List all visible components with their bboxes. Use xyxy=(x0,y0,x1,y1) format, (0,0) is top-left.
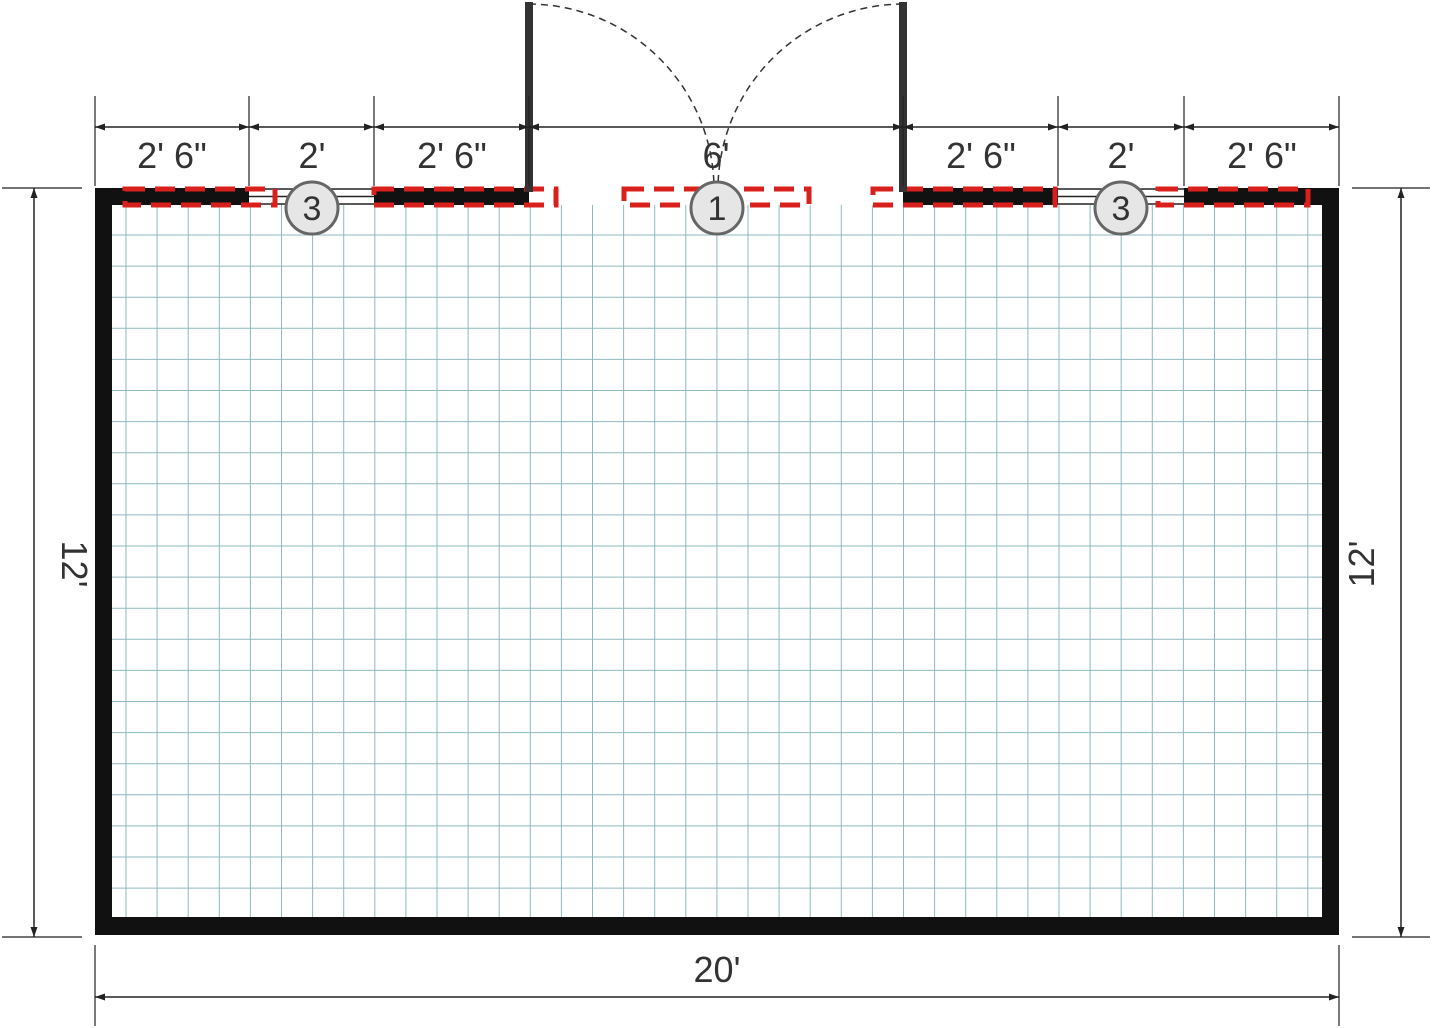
tag-window-left[interactable]: 3 xyxy=(284,180,340,236)
extension-lines xyxy=(2,96,1430,1026)
right-height-label: 12' xyxy=(1341,541,1382,588)
highlight-right xyxy=(870,186,1311,208)
wall-top-right-segment-1 xyxy=(903,188,1058,205)
wall-bottom xyxy=(95,917,1339,935)
door-swing-left xyxy=(528,3,715,187)
highlight-left xyxy=(122,186,559,208)
wall-top-right-segment-2 xyxy=(1184,188,1339,205)
top-dimension-chain: 2' 6" 2' 2' 6" 6' 2' 6" 2' 2' 6" xyxy=(95,123,1339,176)
left-dimension: 12' xyxy=(30,188,95,937)
dimension-label-7: 2' 6" xyxy=(1227,135,1297,176)
floor-grid xyxy=(112,205,1322,917)
right-dimension: 12' xyxy=(1341,188,1405,937)
tag-label: 1 xyxy=(708,190,727,228)
bottom-dimension: 20' xyxy=(95,949,1339,1001)
wall-left xyxy=(95,188,112,935)
door-swing-right xyxy=(717,3,904,187)
dimension-label-5: 2' 6" xyxy=(946,135,1016,176)
tag-label: 3 xyxy=(303,190,322,228)
dimension-label-6: 2' xyxy=(1108,135,1135,176)
wall-top-left-segment-1 xyxy=(95,188,249,205)
tag-door[interactable]: 1 xyxy=(689,180,745,236)
wall-top-left-segment-2 xyxy=(374,188,529,205)
walls xyxy=(95,188,1339,935)
left-height-label: 12' xyxy=(54,541,95,588)
dimension-label-1: 2' 6" xyxy=(137,135,207,176)
dimension-label-3: 2' 6" xyxy=(417,135,487,176)
wall-right xyxy=(1322,188,1339,935)
dimension-label-2: 2' xyxy=(299,135,326,176)
bottom-width-label: 20' xyxy=(694,949,741,990)
tag-label: 3 xyxy=(1112,190,1131,228)
dimension-label-4: 6' xyxy=(703,135,730,176)
tag-window-right[interactable]: 3 xyxy=(1093,180,1149,236)
